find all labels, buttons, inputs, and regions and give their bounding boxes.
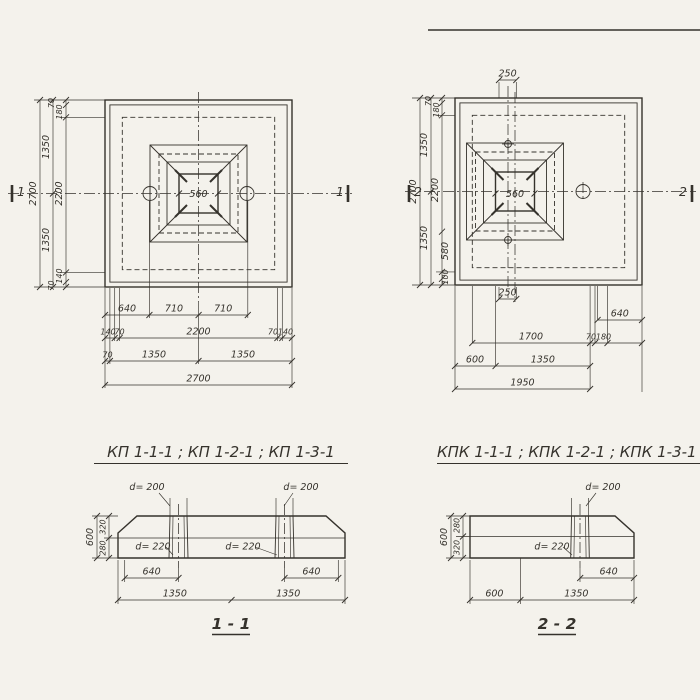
dim-label: 1350 — [564, 589, 588, 600]
dim-label: 640 — [118, 304, 136, 315]
dim-label: d= 200 — [283, 482, 318, 493]
dim-label: 280 — [99, 540, 108, 555]
plan-right: 2 2 2700 1350 1350 2200 70 180 580 100 2… — [405, 69, 696, 393]
dim-label: 1350 — [419, 226, 430, 250]
dim-label: 70 — [47, 98, 56, 108]
section-label: 2 - 2 — [538, 615, 577, 633]
dim-label: 180 — [596, 333, 611, 342]
section-1-1: КП 1-1-1 ; КП 1-2-1 ; КП 1-3-1 d= 200 d=… — [85, 443, 349, 636]
dim-label: d= 220 — [135, 542, 170, 553]
dim-label: d= 220 — [225, 542, 260, 553]
cut-mark-label: 1 — [336, 184, 344, 199]
plan-left-cut-marks: 1 1 — [10, 184, 350, 202]
dim-label: 2700 — [186, 374, 210, 385]
dim-label: 2200 — [430, 178, 441, 202]
dim-label: 70 — [424, 96, 433, 106]
dim-label: 70 — [586, 333, 596, 342]
dim-label: 320 — [99, 519, 108, 534]
dim-label: d= 220 — [534, 542, 569, 553]
dim-label: 180 — [432, 102, 441, 117]
cut-mark-label: 2 — [679, 184, 687, 199]
dim-label: 70 — [268, 328, 278, 337]
plan-left-axes — [8, 92, 352, 302]
dim-label: 2200 — [54, 181, 65, 205]
dim-label: 180 — [55, 104, 64, 119]
dim-label: 1950 — [510, 378, 534, 389]
dim-label: 600 — [466, 355, 484, 366]
dim-label: 320 — [453, 540, 462, 555]
plan-left-dims: 2700 1350 1350 2200 70 180 140 70 640 71… — [28, 96, 296, 389]
section-2-2-body — [469, 492, 635, 568]
dim-label: 580 — [440, 242, 451, 260]
cut-mark-label: 2 — [414, 184, 422, 199]
cut-mark-label: 1 — [17, 184, 25, 199]
dim-label: 250 — [499, 69, 517, 80]
dim-label: 710 — [165, 304, 183, 315]
dim-label: 1350 — [531, 355, 555, 366]
dim-label: d= 200 — [585, 482, 620, 493]
dim-label: 600 — [439, 528, 450, 546]
center-dim-label: 560 — [506, 189, 524, 200]
section-1-1-dims: d= 200 d= 200 d= 220 d= 220 600 320 280 … — [85, 482, 349, 604]
dim-label: 2700 — [28, 181, 39, 205]
dim-label: 600 — [485, 589, 503, 600]
dim-label: 640 — [302, 567, 320, 578]
dim-label: 640 — [611, 309, 629, 320]
dim-label: 140 — [278, 328, 293, 337]
dim-label: 600 — [85, 528, 96, 546]
dim-label: d= 200 — [129, 482, 164, 493]
section-2-2-dims: d= 200 d= 220 600 280 320 640 600 1350 — [439, 482, 638, 604]
dim-label: 1350 — [276, 589, 300, 600]
dim-label: 140 — [100, 328, 115, 337]
dim-label: 1350 — [419, 133, 430, 157]
section-label: 1 - 1 — [212, 615, 251, 633]
dim-label: 70 — [47, 280, 56, 290]
section-1-1-body — [117, 492, 346, 568]
plan-left: 1 1 2700 1350 1350 2200 70 180 140 70 64… — [8, 92, 352, 389]
section-2-2: КПК 1-1-1 ; КПК 1-2-1 ; КПК 1-3-1 d= 200… — [437, 443, 700, 636]
dim-label: 1350 — [41, 135, 52, 159]
section-title: КПК 1-1-1 ; КПК 1-2-1 ; КПК 1-3-1 — [437, 443, 697, 461]
plan-right-axes — [405, 86, 696, 302]
plan-right-dims: 2700 1350 1350 2200 70 180 580 100 250 2… — [408, 69, 646, 393]
dim-label: 1350 — [41, 228, 52, 252]
dim-label: 70 — [102, 351, 112, 360]
dim-label: 280 — [453, 518, 462, 533]
dim-label: 140 — [55, 268, 64, 283]
dim-label: 1350 — [163, 589, 187, 600]
section-title: КП 1-1-1 ; КП 1-2-1 ; КП 1-3-1 — [107, 443, 335, 461]
dim-label: 640 — [143, 567, 161, 578]
dim-label: 100 — [441, 269, 450, 284]
center-dim-label: 560 — [189, 189, 207, 200]
dim-label: 1350 — [142, 350, 166, 361]
dim-label: 1700 — [519, 332, 543, 343]
dim-label: 70 — [114, 328, 124, 337]
plan-right-cut-marks: 2 2 — [407, 184, 694, 202]
dim-label: 1350 — [231, 350, 255, 361]
dim-label: 2700 — [408, 179, 419, 203]
dim-label: 250 — [499, 288, 517, 299]
dim-label: 640 — [600, 567, 618, 578]
dim-label: 710 — [214, 304, 232, 315]
dim-label: 2200 — [186, 327, 210, 338]
